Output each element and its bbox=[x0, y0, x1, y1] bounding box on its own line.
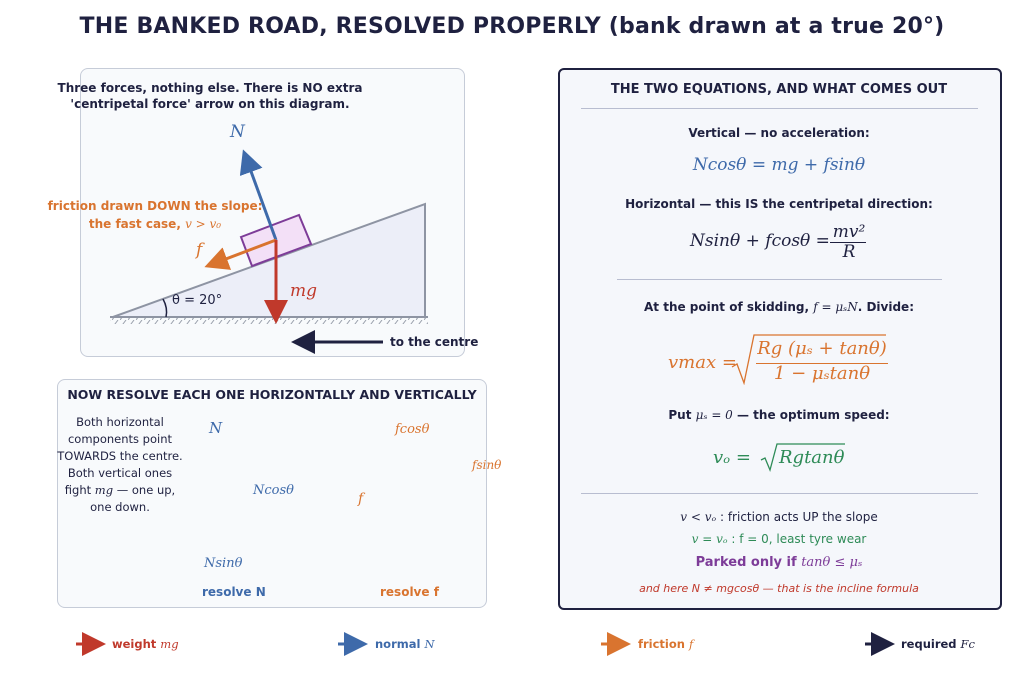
free-body-note: Three forces, nothing else. There is NO … bbox=[40, 80, 380, 112]
vmax-equation: vmax = Rg (μₛ + tanθ) 1 − μₛtanθ bbox=[668, 333, 908, 389]
case2-b: : f = 0, least tyre wear bbox=[727, 532, 867, 546]
case1-b: : friction acts UP the slope bbox=[716, 510, 878, 524]
resolve-label-f: f bbox=[358, 491, 364, 507]
skid-label-a: At the point of skidding, bbox=[644, 300, 814, 314]
vmax-den: 1 − μₛtanθ bbox=[773, 363, 871, 384]
resolve-description: Both horizontal components point TOWARDS… bbox=[52, 414, 188, 516]
legend-required-label: required bbox=[901, 637, 961, 651]
friction-note-line2b: v > v₀ bbox=[185, 217, 222, 231]
friction-note-line2a: the fast case, bbox=[88, 217, 186, 231]
label-f: f bbox=[196, 240, 203, 260]
label-n: N bbox=[230, 122, 245, 142]
vo-radical bbox=[760, 443, 845, 472]
optimum-label-c: — the optimum speed: bbox=[732, 408, 890, 422]
case-incline-warning: and here N ≠ mgcosθ — that is the inclin… bbox=[639, 582, 919, 595]
legend-required: required Fc bbox=[901, 637, 975, 651]
equations-heading: THE TWO EQUATIONS, AND WHAT COMES OUT bbox=[610, 82, 948, 97]
legend-friction-label: friction bbox=[638, 637, 689, 651]
skid-label-c: . Divide: bbox=[857, 300, 914, 314]
vmax-num: Rg (μₛ + tanθ) bbox=[757, 338, 887, 359]
resolve-desc-line5b: mg bbox=[94, 483, 114, 497]
divider-middle bbox=[617, 279, 942, 280]
resolve-label-fcos: fcosθ bbox=[395, 422, 430, 437]
horizontal-label: Horizontal — this IS the centripetal dir… bbox=[625, 197, 933, 211]
free-body-note-line1: Three forces, nothing else. There is NO … bbox=[57, 81, 363, 95]
resolve-label-nsin: Nsinθ bbox=[204, 556, 243, 571]
resolve-desc-line6: one down. bbox=[90, 500, 150, 514]
resolve-desc-line4: Both vertical ones bbox=[67, 466, 173, 480]
legend-normal: normal N bbox=[375, 637, 435, 651]
normal-force-arrow bbox=[239, 149, 278, 241]
free-body-note-line2: 'centripetal force' arrow on this diagra… bbox=[70, 97, 350, 111]
ground-hatch bbox=[110, 318, 428, 324]
case-optimum: v = vₒ : f = 0, least tyre wear bbox=[558, 532, 1000, 546]
resolve-heading: NOW RESOLVE EACH ONE HORIZONTALLY AND VE… bbox=[67, 387, 477, 402]
horizontal-eq-lhs: Nsinθ + fcosθ = bbox=[690, 231, 830, 251]
friction-force-arrow bbox=[204, 238, 277, 270]
vmax-bar bbox=[756, 363, 888, 364]
case2-a: v = vₒ bbox=[691, 532, 728, 546]
resolve-desc-line1: Both horizontal bbox=[76, 415, 164, 429]
case-parked: Parked only if tanθ ≤ μₛ bbox=[558, 555, 1000, 570]
horizontal-eq-den: R bbox=[842, 242, 856, 262]
resolve-panel bbox=[57, 379, 487, 608]
friction-note: friction drawn DOWN the slope: the fast … bbox=[40, 197, 270, 233]
equations-panel bbox=[558, 68, 1002, 610]
divider-bottom bbox=[581, 493, 978, 494]
optimum-label-a: Put bbox=[668, 408, 696, 422]
resolve-desc-line5c: — one up, bbox=[113, 483, 176, 497]
label-mg: mg bbox=[290, 281, 318, 301]
case3-a: Parked only if bbox=[695, 555, 802, 570]
skid-label-b: f = μₛN bbox=[813, 300, 858, 314]
legend-weight: weight mg bbox=[112, 637, 179, 651]
legend-weight-sym: mg bbox=[160, 637, 179, 651]
resolve-label-ncos: Ncosθ bbox=[253, 483, 294, 498]
resolve-label-fsin: fsinθ bbox=[472, 458, 502, 472]
resolve-desc-line2: components point bbox=[67, 432, 173, 446]
optimum-label: Put μₛ = 0 — the optimum speed: bbox=[558, 408, 1000, 422]
legend-normal-sym: N bbox=[424, 637, 435, 651]
resolve-f-caption: resolve f bbox=[380, 585, 439, 599]
vertical-equation: Ncosθ = mg + fsinθ bbox=[692, 155, 866, 175]
horizontal-eq-bar bbox=[830, 242, 866, 243]
friction-note-line2: the fast case, v > v₀ bbox=[40, 215, 270, 233]
legend-normal-label: normal bbox=[375, 637, 425, 651]
vo-equation: vₒ = Rgtanθ bbox=[713, 442, 853, 472]
vmax-radical bbox=[731, 334, 886, 385]
legend-friction: friction f bbox=[638, 637, 693, 651]
resolve-n-caption: resolve N bbox=[202, 585, 266, 599]
optimum-label-b: μₛ = 0 bbox=[695, 408, 733, 422]
vo-rad: Rgtanθ bbox=[779, 447, 845, 468]
vo-lhs: vₒ = bbox=[713, 447, 751, 468]
resolve-desc-line5a: fight bbox=[64, 483, 95, 497]
case1-a: v < vₒ bbox=[680, 510, 717, 524]
to-centre-label: to the centre bbox=[390, 335, 479, 349]
horizontal-eq-num: mv² bbox=[832, 222, 866, 242]
vmax-lhs: vmax = bbox=[668, 352, 737, 373]
case-friction-up: v < vₒ : friction acts UP the slope bbox=[558, 510, 1000, 524]
vertical-label: Vertical — no acceleration: bbox=[688, 126, 870, 140]
horizontal-equation: Nsinθ + fcosθ = mv² R bbox=[690, 222, 890, 262]
resolve-desc-line5: fight mg — one up, bbox=[52, 482, 188, 499]
angle-arc bbox=[162, 298, 168, 318]
resolve-desc-line3: TOWARDS the centre. bbox=[57, 449, 183, 463]
skid-label: At the point of skidding, f = μₛN. Divid… bbox=[558, 300, 1000, 314]
legend-required-sym: Fc bbox=[960, 637, 975, 651]
friction-note-line1: friction drawn DOWN the slope: bbox=[47, 199, 263, 213]
legend-friction-sym: f bbox=[688, 637, 694, 651]
resolve-label-n: N bbox=[209, 419, 223, 437]
page-title: THE BANKED ROAD, RESOLVED PROPERLY (bank… bbox=[79, 14, 945, 39]
label-theta: θ = 20° bbox=[172, 293, 223, 308]
divider-top bbox=[581, 108, 978, 109]
case3-b: tanθ ≤ μₛ bbox=[801, 555, 863, 570]
legend-weight-label: weight bbox=[112, 637, 161, 651]
